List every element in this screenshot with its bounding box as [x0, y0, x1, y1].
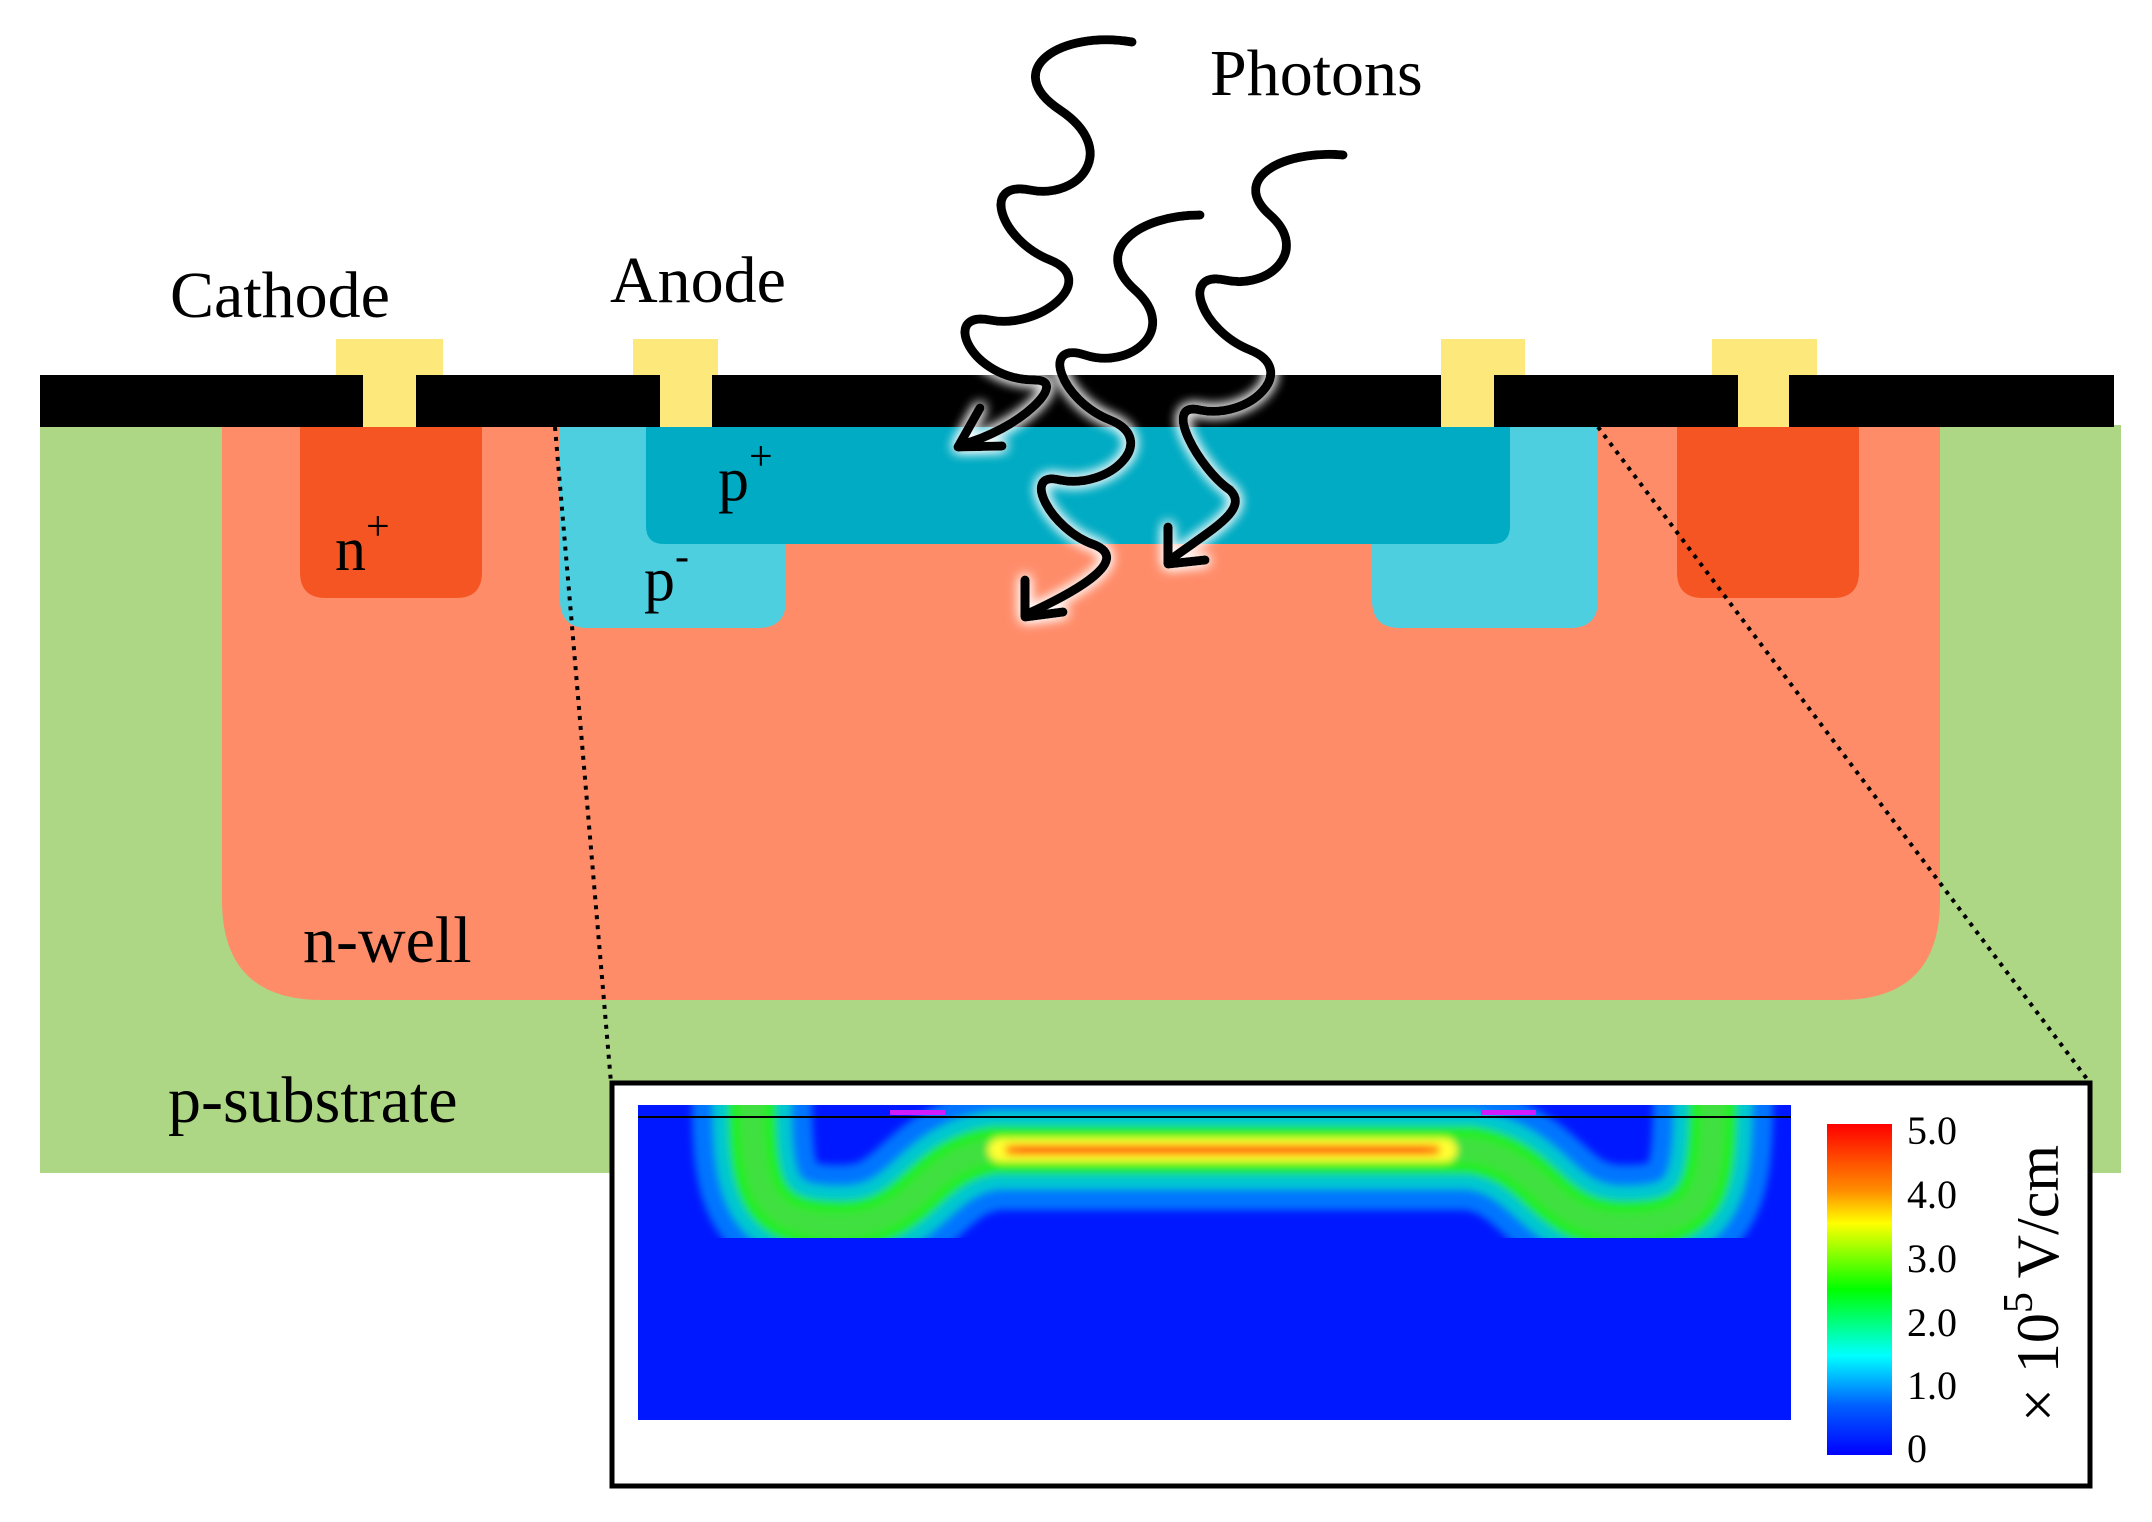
- field-map: [638, 1105, 1791, 1420]
- cathode-contact-right: [1712, 339, 1817, 427]
- p-substrate-label: p-substrate: [168, 1064, 458, 1137]
- photon-arrows: [953, 35, 1348, 622]
- colorbar-tick-2: 2.0: [1907, 1300, 1957, 1345]
- colorbar-unit-label: × 105 V/cm: [1996, 1145, 2071, 1422]
- n-plus-label: n+: [335, 504, 390, 584]
- anode-contact-right: [1441, 339, 1525, 427]
- colorbar-tick-1: 1.0: [1907, 1363, 1957, 1408]
- colorbar-tick-4: 4.0: [1907, 1172, 1957, 1217]
- zoom-line-right: [1596, 425, 2092, 1085]
- cathode-label: Cathode: [170, 259, 390, 332]
- electric-field-inset: 5.0 4.0 3.0 2.0 1.0 0 × 105 V/cm: [609, 1080, 2093, 1489]
- anode-contact-left: [633, 339, 718, 427]
- photon-arrow-1: [953, 35, 1137, 452]
- anode-label: Anode: [610, 244, 786, 317]
- colorbar-tick-5: 5.0: [1907, 1108, 1957, 1153]
- p-plus-label: p+: [718, 434, 773, 514]
- colorbar: [1827, 1124, 1892, 1455]
- n-plus-region-left: [300, 425, 482, 598]
- cathode-contact-left: [336, 339, 443, 427]
- colorbar-tick-0: 0: [1907, 1426, 1927, 1471]
- p-minus-label: p-: [644, 534, 689, 614]
- n-plus-region-right: [1677, 425, 1859, 598]
- photons-label: Photons: [1210, 37, 1423, 110]
- photon-arrow-3: [1163, 149, 1348, 569]
- colorbar-tick-3: 3.0: [1907, 1236, 1957, 1281]
- photon-arrow-2: [1020, 210, 1205, 622]
- n-well-label: n-well: [303, 904, 472, 977]
